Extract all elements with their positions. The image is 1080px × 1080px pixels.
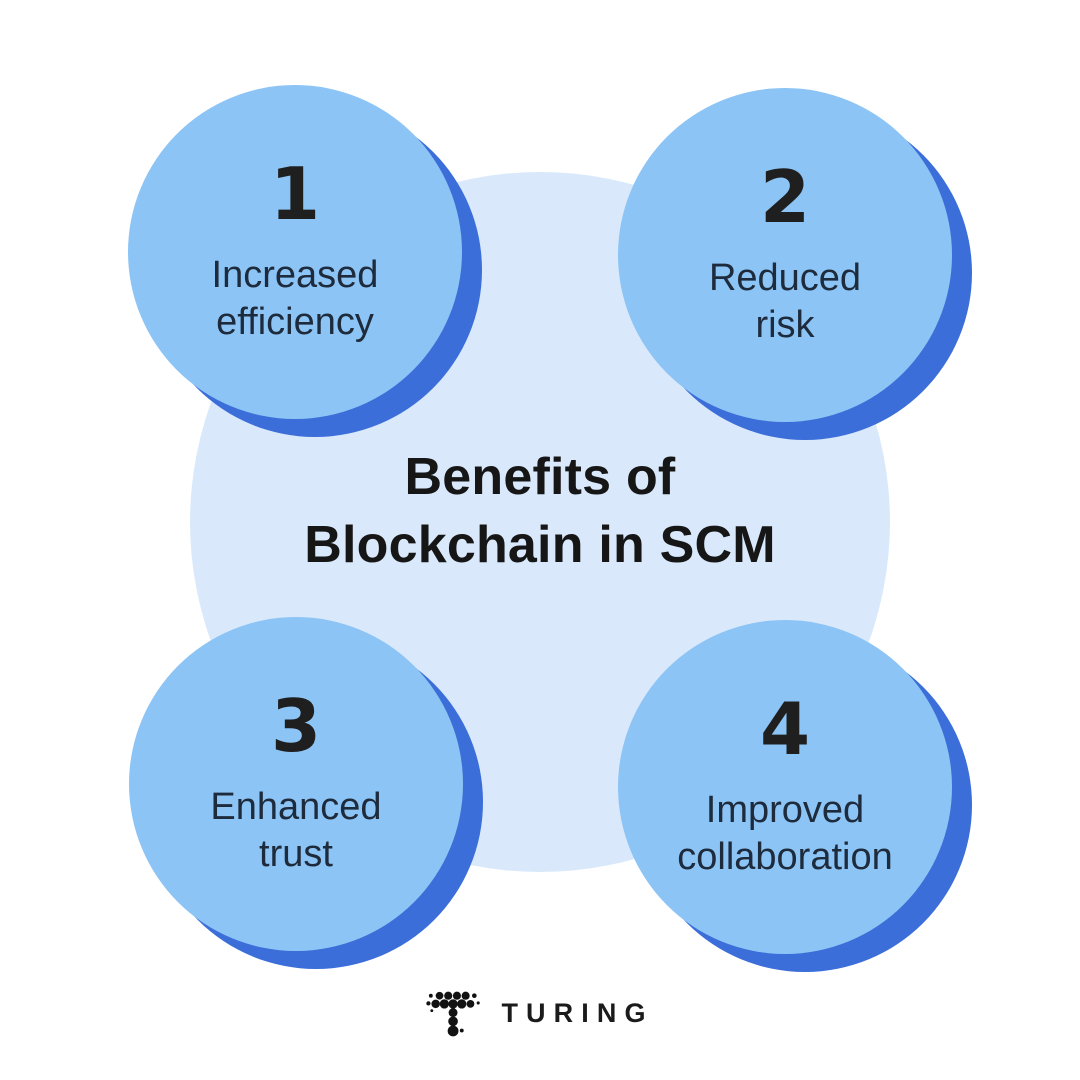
infographic-title: Benefits of Blockchain in SCM [0,444,1080,579]
benefit-label-line-1: Enhanced [210,785,382,828]
benefit-number: 1 [269,151,321,236]
benefit-bubble-3: 3 Enhanced trust [129,617,483,969]
turing-logo: TURING [0,990,1080,1042]
title-line-2: Blockchain in SCM [304,515,776,574]
benefit-label-line-1: Improved [705,788,865,831]
benefit-bubble-1: 1 Increased efficiency [128,85,482,437]
bubble-face: 3 Enhanced trust [129,617,463,951]
benefit-bubble-2: 2 Reduced risk [618,88,972,440]
dotted-t-icon [426,991,481,1037]
benefit-number: 4 [759,686,811,771]
bubble-face: 1 Increased efficiency [128,85,462,419]
benefit-label-line-2: risk [755,304,815,346]
benefit-number: 2 [759,154,811,239]
benefit-label: Improved collaboration [677,787,892,881]
title-line-1: Benefits of [404,448,676,506]
benefit-label-line-2: efficiency [216,301,374,343]
turing-wordmark: TURING [501,997,654,1028]
benefit-bubble-4: 4 Improved collaboration [618,620,972,972]
bubble-face: 4 Improved collaboration [618,620,952,954]
benefit-label: Increased efficiency [212,252,379,346]
benefit-label: Enhanced trust [210,784,381,878]
bubble-face: 2 Reduced risk [618,88,952,422]
benefit-label: Reduced risk [709,255,861,349]
benefit-number: 3 [270,683,322,768]
benefit-label-line-1: Increased [211,253,379,296]
benefit-label-line-2: trust [259,833,333,875]
benefit-label-line-2: collaboration [677,836,893,878]
benefit-label-line-1: Reduced [708,256,862,299]
